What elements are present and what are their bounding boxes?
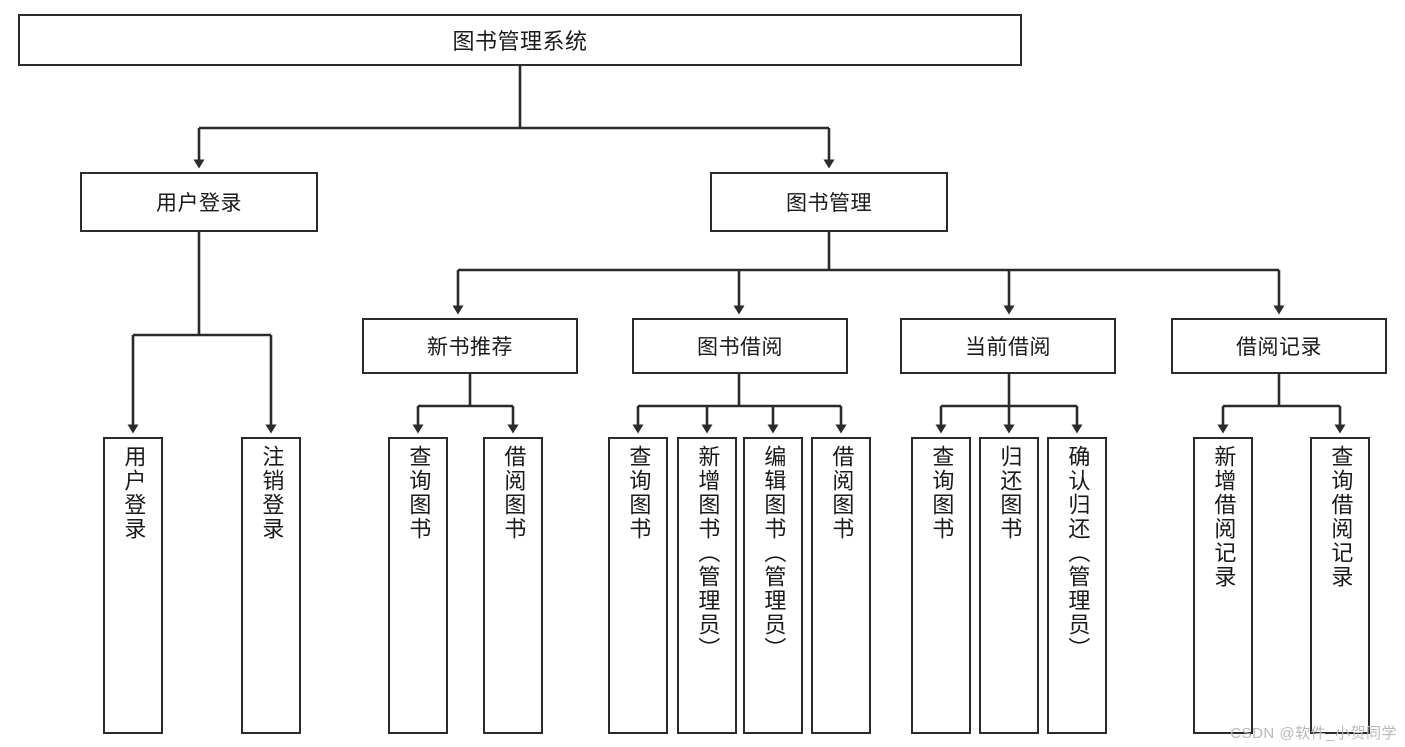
- node-leaf-borrow-book-2-label: 借阅图书: [829, 445, 855, 541]
- node-leaf-query-record[interactable]: 查询借阅记录: [1310, 437, 1370, 734]
- node-leaf-borrow-book-2[interactable]: 借阅图书: [811, 437, 871, 734]
- node-book-manage-label: 图书管理: [786, 192, 872, 215]
- node-book-borrow[interactable]: 图书借阅: [632, 318, 848, 374]
- node-root-system[interactable]: 图书管理系统: [18, 14, 1022, 66]
- node-leaf-edit-book-label: 编辑图书（管理员）: [761, 445, 787, 661]
- node-leaf-borrow-book-1-label: 借阅图书: [501, 445, 527, 541]
- node-leaf-user-login[interactable]: 用户登录: [103, 437, 163, 734]
- node-leaf-borrow-book-1[interactable]: 借阅图书: [483, 437, 543, 734]
- node-leaf-query-record-label: 查询借阅记录: [1328, 445, 1354, 589]
- node-leaf-confirm-return[interactable]: 确认归还（管理员）: [1047, 437, 1107, 734]
- node-borrow-record-label: 借阅记录: [1236, 336, 1322, 359]
- node-leaf-query-book-2-label: 查询图书: [626, 445, 652, 541]
- node-leaf-return-book-label: 归还图书: [997, 445, 1023, 541]
- node-leaf-confirm-return-label: 确认归还（管理员）: [1065, 445, 1091, 661]
- node-leaf-query-book-1-label: 查询图书: [406, 445, 432, 541]
- node-new-book-rec-label: 新书推荐: [427, 336, 513, 359]
- node-user-login[interactable]: 用户登录: [80, 172, 318, 232]
- node-leaf-query-book-3[interactable]: 查询图书: [911, 437, 971, 734]
- node-leaf-edit-book[interactable]: 编辑图书（管理员）: [743, 437, 803, 734]
- node-leaf-add-record[interactable]: 新增借阅记录: [1193, 437, 1253, 734]
- node-leaf-query-book-3-label: 查询图书: [929, 445, 955, 541]
- node-leaf-logout-login-label: 注销登录: [259, 445, 285, 541]
- node-leaf-add-record-label: 新增借阅记录: [1211, 445, 1237, 589]
- node-user-login-label: 用户登录: [156, 192, 242, 215]
- node-leaf-user-login-label: 用户登录: [121, 445, 147, 541]
- node-leaf-add-book[interactable]: 新增图书（管理员）: [677, 437, 737, 734]
- node-new-book-rec[interactable]: 新书推荐: [362, 318, 578, 374]
- node-book-borrow-label: 图书借阅: [697, 336, 783, 359]
- node-leaf-logout-login[interactable]: 注销登录: [241, 437, 301, 734]
- node-root-label: 图书管理系统: [452, 29, 588, 54]
- node-leaf-query-book-1[interactable]: 查询图书: [388, 437, 448, 734]
- node-book-manage[interactable]: 图书管理: [710, 172, 948, 232]
- node-current-borrow-label: 当前借阅: [965, 336, 1051, 359]
- node-leaf-add-book-label: 新增图书（管理员）: [695, 445, 721, 661]
- node-leaf-query-book-2[interactable]: 查询图书: [608, 437, 668, 734]
- node-leaf-return-book[interactable]: 归还图书: [979, 437, 1039, 734]
- node-borrow-record[interactable]: 借阅记录: [1171, 318, 1387, 374]
- node-current-borrow[interactable]: 当前借阅: [900, 318, 1116, 374]
